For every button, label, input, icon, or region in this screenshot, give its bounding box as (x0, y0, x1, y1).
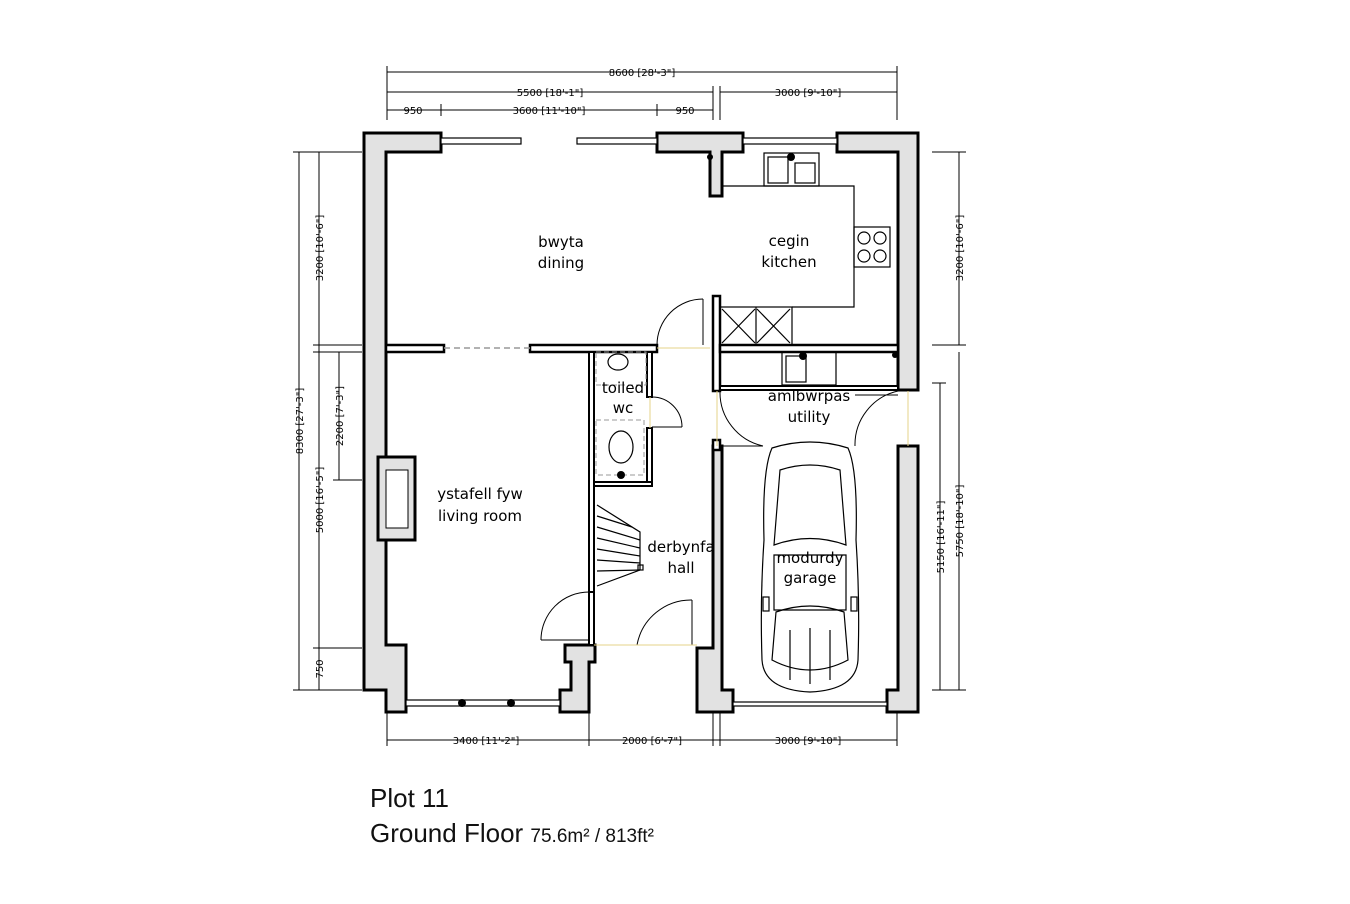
dim-bottom-right: 3000 [9'-10"] (775, 736, 842, 747)
dim-right-upper: 3200 [10'-6"] (955, 215, 966, 282)
floor-caption: Ground Floor 75.6m² / 813ft² (370, 818, 654, 849)
utility-label-cy: amlbwrpas (768, 387, 851, 405)
hall-label-cy: derbynfa (647, 538, 714, 556)
dim-left-upper: 3200 [10'-6"] (315, 215, 326, 282)
kitchen-fittings (707, 152, 898, 386)
floor-name: Ground Floor (370, 818, 524, 848)
kitchen-label-en: kitchen (761, 253, 816, 271)
garage-label-cy: modurdy (776, 549, 843, 567)
bottom-dimensions: 3400 [11'-2"] 2000 [6'-7"] 3000 [9'-10"] (386, 712, 898, 747)
top-dimensions: 8600 [28'-3"] 5500 [18'-1"] 3000 [9'-10"… (386, 66, 898, 120)
wc-fittings (595, 351, 647, 479)
internal-walls (384, 294, 900, 646)
floor-area: 75.6m² / 813ft² (530, 826, 654, 847)
dim-bottom-mid: 2000 [6'-7"] (622, 736, 682, 747)
dim-left-lower: 5000 [16'-5"] (315, 467, 326, 534)
wc-label-en: wc (613, 399, 634, 417)
kitchen-label-cy: cegin (769, 232, 810, 250)
dim-top-small-b: 950 (675, 106, 694, 117)
left-dimensions: 8300 [27'-3"] 3200 [10'-6"] 5000 [16'-5"… (293, 151, 362, 691)
utility-label-en: utility (788, 408, 831, 426)
garage-label-en: garage (784, 569, 837, 587)
dim-top-total: 8600 [28'-3"] (609, 68, 676, 79)
dim-top-right: 3000 [9'-10"] (775, 88, 842, 99)
dim-left-total: 8300 [27'-3"] (295, 388, 306, 455)
dim-bottom-left: 3400 [11'-2"] (453, 736, 520, 747)
hall-label-en: hall (667, 559, 694, 577)
living-label-cy: ystafell fyw (437, 485, 523, 503)
doors (540, 298, 899, 646)
dim-top-left: 5500 [18'-1"] (517, 88, 584, 99)
walls (362, 131, 920, 714)
living-label-en: living room (438, 507, 522, 525)
dim-left-bottom: 750 (315, 659, 326, 678)
stairs (596, 504, 644, 587)
wc-label-cy: toiled (602, 379, 644, 397)
car-icon (760, 441, 860, 693)
room-labels: bwyta dining cegin kitchen toiled wc aml… (437, 232, 850, 587)
dim-top-small-a: 950 (403, 106, 422, 117)
dining-label-en: dining (538, 254, 584, 272)
windows (405, 137, 888, 707)
dim-top-mid: 3600 [11'-10"] (513, 106, 586, 117)
plot-title: Plot 11 (370, 783, 450, 813)
dim-left-wc: 2200 [7'-3"] (335, 386, 346, 446)
dim-right-garage-outer: 5750 [18'-10"] (955, 484, 966, 557)
door-thresholds (594, 347, 909, 646)
dim-right-garage-inner: 5150 [16'-11"] (936, 500, 947, 573)
right-dimensions: 3200 [10'-6"] 5150 [16'-11"] 5750 [18'-1… (932, 151, 966, 691)
dining-label-cy: bwyta (538, 233, 584, 251)
